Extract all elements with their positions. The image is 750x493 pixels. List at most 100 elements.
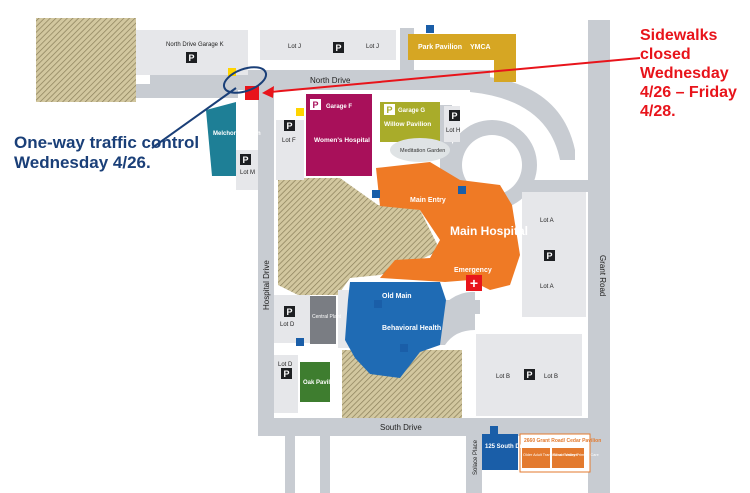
garage-g-label: Garage G (398, 108, 425, 114)
parking-icon: P (524, 369, 535, 380)
hospital-drive-road (258, 88, 274, 433)
hatch-marker-2 (296, 108, 304, 116)
central-plant-label: Central Plant (312, 314, 342, 320)
sidewalk-closure-callout: Sidewalks closed Wednesday 4/26 – Friday… (640, 27, 737, 120)
hatch-marker-1 (228, 68, 236, 76)
svg-text:P: P (335, 43, 341, 53)
parking-icon: P (284, 306, 295, 317)
old-main-building (345, 282, 446, 378)
park-pavilion-label: Park Pavilion (418, 44, 462, 51)
south-drive-label: South Drive (380, 423, 422, 432)
south-125-label: 125 South Drive (485, 444, 531, 450)
parking-icon: P (310, 99, 321, 110)
lot-b-label: Lot B (496, 374, 510, 380)
sidewalk-leader-line (269, 57, 641, 93)
melchor-pavilion-building (206, 102, 236, 176)
sidewalk-arrowhead (262, 86, 274, 98)
svg-text:+: + (470, 275, 478, 291)
old-main-label: Old Main (382, 293, 412, 300)
parking-icon: P (333, 42, 344, 53)
lot-d-lower-block (274, 355, 298, 413)
parking-icon: P (449, 110, 460, 121)
silicon-valley-label: Silicon Valley Primary Care (553, 453, 599, 457)
svg-text:P: P (242, 155, 248, 165)
entry-arrow-icon (296, 338, 304, 346)
svg-text:P: P (546, 251, 552, 261)
meditation-garden (390, 138, 450, 162)
grant-road-label: Grant Road (598, 255, 607, 296)
lot-f-label: Lot F (282, 138, 296, 144)
lot-b-label: Lot B (544, 374, 558, 380)
older-adult-box (522, 448, 550, 468)
north-drive-garage-k (36, 18, 136, 102)
ymca-label: YMCA (470, 44, 491, 51)
entry-markers (296, 25, 498, 434)
entry-arrow-icon (374, 300, 382, 308)
entry-arrow-icon (426, 25, 434, 33)
one-way-traffic-circle (222, 66, 268, 94)
ymca-wing (494, 34, 516, 82)
lot-d-label: Lot D (278, 362, 293, 368)
lot-h-label: Lot H (446, 128, 460, 134)
womens-hospital-label: Women's Hospital (314, 137, 370, 144)
older-adult-label: Older Adult Transitional Services (523, 453, 578, 457)
entry-arrow-icon (372, 190, 380, 198)
behavioral-health-label: Behavioral Health (382, 325, 441, 332)
main-hospital-label: Main Hospital (450, 224, 528, 238)
grant-road (588, 20, 610, 493)
north-loop-road (470, 75, 575, 160)
solace-place-label: Solace Place (473, 439, 479, 475)
svg-text:P: P (386, 105, 392, 115)
lot-d-label: Lot D (280, 322, 295, 328)
south-connector-2 (320, 436, 330, 493)
lot-a-label: Lot A (540, 284, 554, 290)
meditation-garden-label: Meditation Garden (400, 148, 445, 154)
lot-j-label: Lot J (288, 44, 301, 50)
parking-icon: P (384, 104, 395, 115)
svg-text:P: P (283, 369, 289, 379)
emergency-cross-icon: + (466, 275, 482, 291)
melchor-label: Melchor Pavilion (213, 131, 261, 137)
parking-icon: P (240, 154, 251, 165)
svg-text:P: P (286, 121, 292, 131)
central-plant-building (310, 296, 336, 344)
svg-text:P: P (286, 307, 292, 317)
lot-d-upper-block (274, 295, 310, 343)
entry-arrow-icon (458, 186, 466, 194)
parking-icon: P (284, 120, 295, 131)
main-entry-label: Main Entry (410, 197, 446, 204)
parking-icons: P P P P P P P P P P P (186, 42, 555, 380)
lot-a-label: Lot A (540, 218, 554, 224)
svg-text:P: P (188, 53, 194, 63)
main-hospital-building (376, 162, 520, 290)
parking-icon: P (281, 368, 292, 379)
svg-text:P: P (526, 370, 532, 380)
roundabout-inner (462, 135, 522, 195)
entry-road (128, 84, 238, 98)
lot-j-block (260, 30, 396, 60)
one-way-traffic-callout: One-way traffic control Wednesday 4/26. (14, 133, 200, 172)
hospital-drive-label: Hospital Drive (262, 260, 271, 310)
willow-pavilion-label: Willow Pavilion (384, 121, 431, 128)
entry-arrow-icon (400, 344, 408, 352)
parking-icon: P (186, 52, 197, 63)
svg-text:P: P (312, 100, 318, 110)
lot-j-label: Lot J (366, 44, 379, 50)
garage-f-label: Garage F (326, 104, 352, 110)
lot-m-label: Lot M (240, 170, 255, 176)
entry-arrow-icon (490, 426, 498, 434)
south-drive-road (258, 418, 598, 436)
svg-text:P: P (451, 111, 457, 121)
lot-a-connector (520, 180, 590, 192)
south-connector-1 (285, 436, 295, 493)
parking-icon: P (544, 250, 555, 261)
solace-place-road (466, 418, 482, 493)
south-125-building (482, 434, 518, 470)
north-drive-label: North Drive (310, 76, 351, 85)
emergency-label: Emergency (454, 267, 492, 274)
north-garage-label: North Drive Garage K (166, 42, 224, 48)
oak-pavilion-building (300, 362, 330, 402)
one-way-leader-line (151, 87, 237, 149)
silicon-valley-box (552, 448, 584, 468)
